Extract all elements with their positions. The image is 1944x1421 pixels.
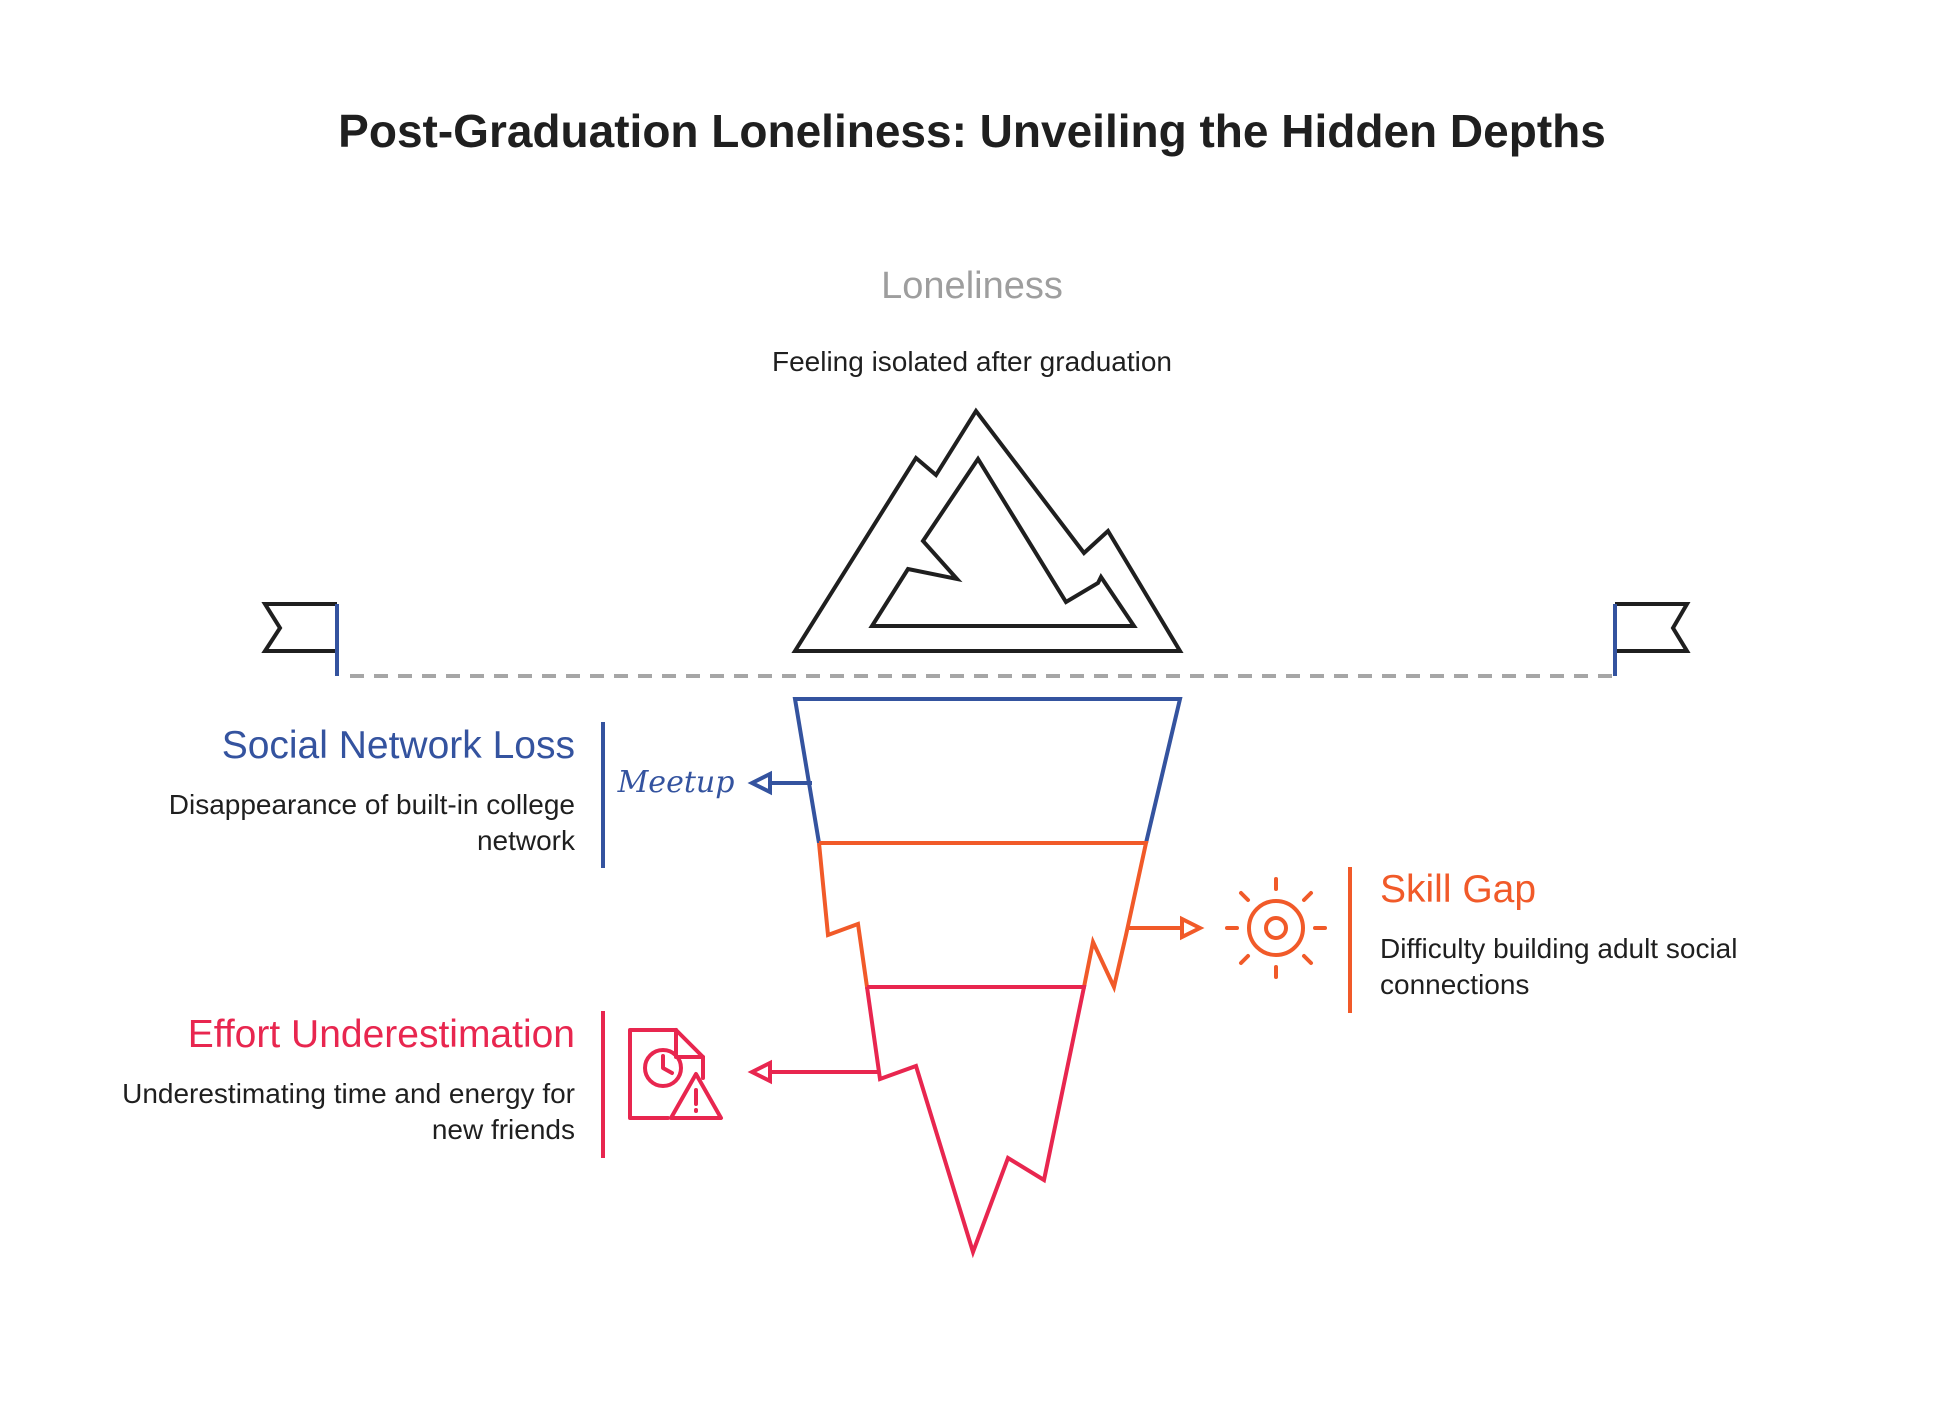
effort-underestimation-heading: Effort Underestimation bbox=[187, 1013, 575, 1056]
sun-icon bbox=[1225, 877, 1327, 979]
clock-document-warning-icon bbox=[628, 1028, 723, 1120]
social-network-loss-block: Social Network Loss Disappearance of bui… bbox=[115, 723, 575, 859]
skill-gap-description: Difficulty building adult social connect… bbox=[1380, 933, 1738, 1000]
loneliness-heading: Loneliness bbox=[881, 265, 1063, 307]
layer-skill-outline bbox=[817, 841, 1149, 994]
effort-arrow bbox=[747, 1059, 879, 1085]
social-network-loss-description: Disappearance of built-in college networ… bbox=[168, 789, 575, 856]
layer-social-outline bbox=[792, 697, 1183, 844]
loneliness-description: Feeling isolated after graduation bbox=[771, 346, 1173, 377]
right-flag-icon bbox=[1613, 602, 1691, 676]
meetup-logo: Meetup bbox=[617, 765, 735, 800]
effort-underestimation-description: Underestimating time and energy for new … bbox=[122, 1078, 575, 1145]
social-network-loss-heading: Social Network Loss bbox=[221, 724, 575, 767]
skill-arrow bbox=[1129, 915, 1205, 941]
page-title: Post-Graduation Loneliness: Unveiling th… bbox=[338, 105, 1606, 157]
layer-effort-outline bbox=[865, 985, 1087, 1259]
iceberg-tip bbox=[791, 407, 1184, 653]
skill-gap-block: Skill Gap Difficulty building adult soci… bbox=[1380, 867, 1840, 1003]
left-flag-icon bbox=[261, 602, 339, 676]
skill-gap-heading: Skill Gap bbox=[1380, 868, 1537, 911]
social-arrow bbox=[747, 770, 812, 796]
effort-underestimation-block: Effort Underestimation Underestimating t… bbox=[115, 1012, 575, 1148]
